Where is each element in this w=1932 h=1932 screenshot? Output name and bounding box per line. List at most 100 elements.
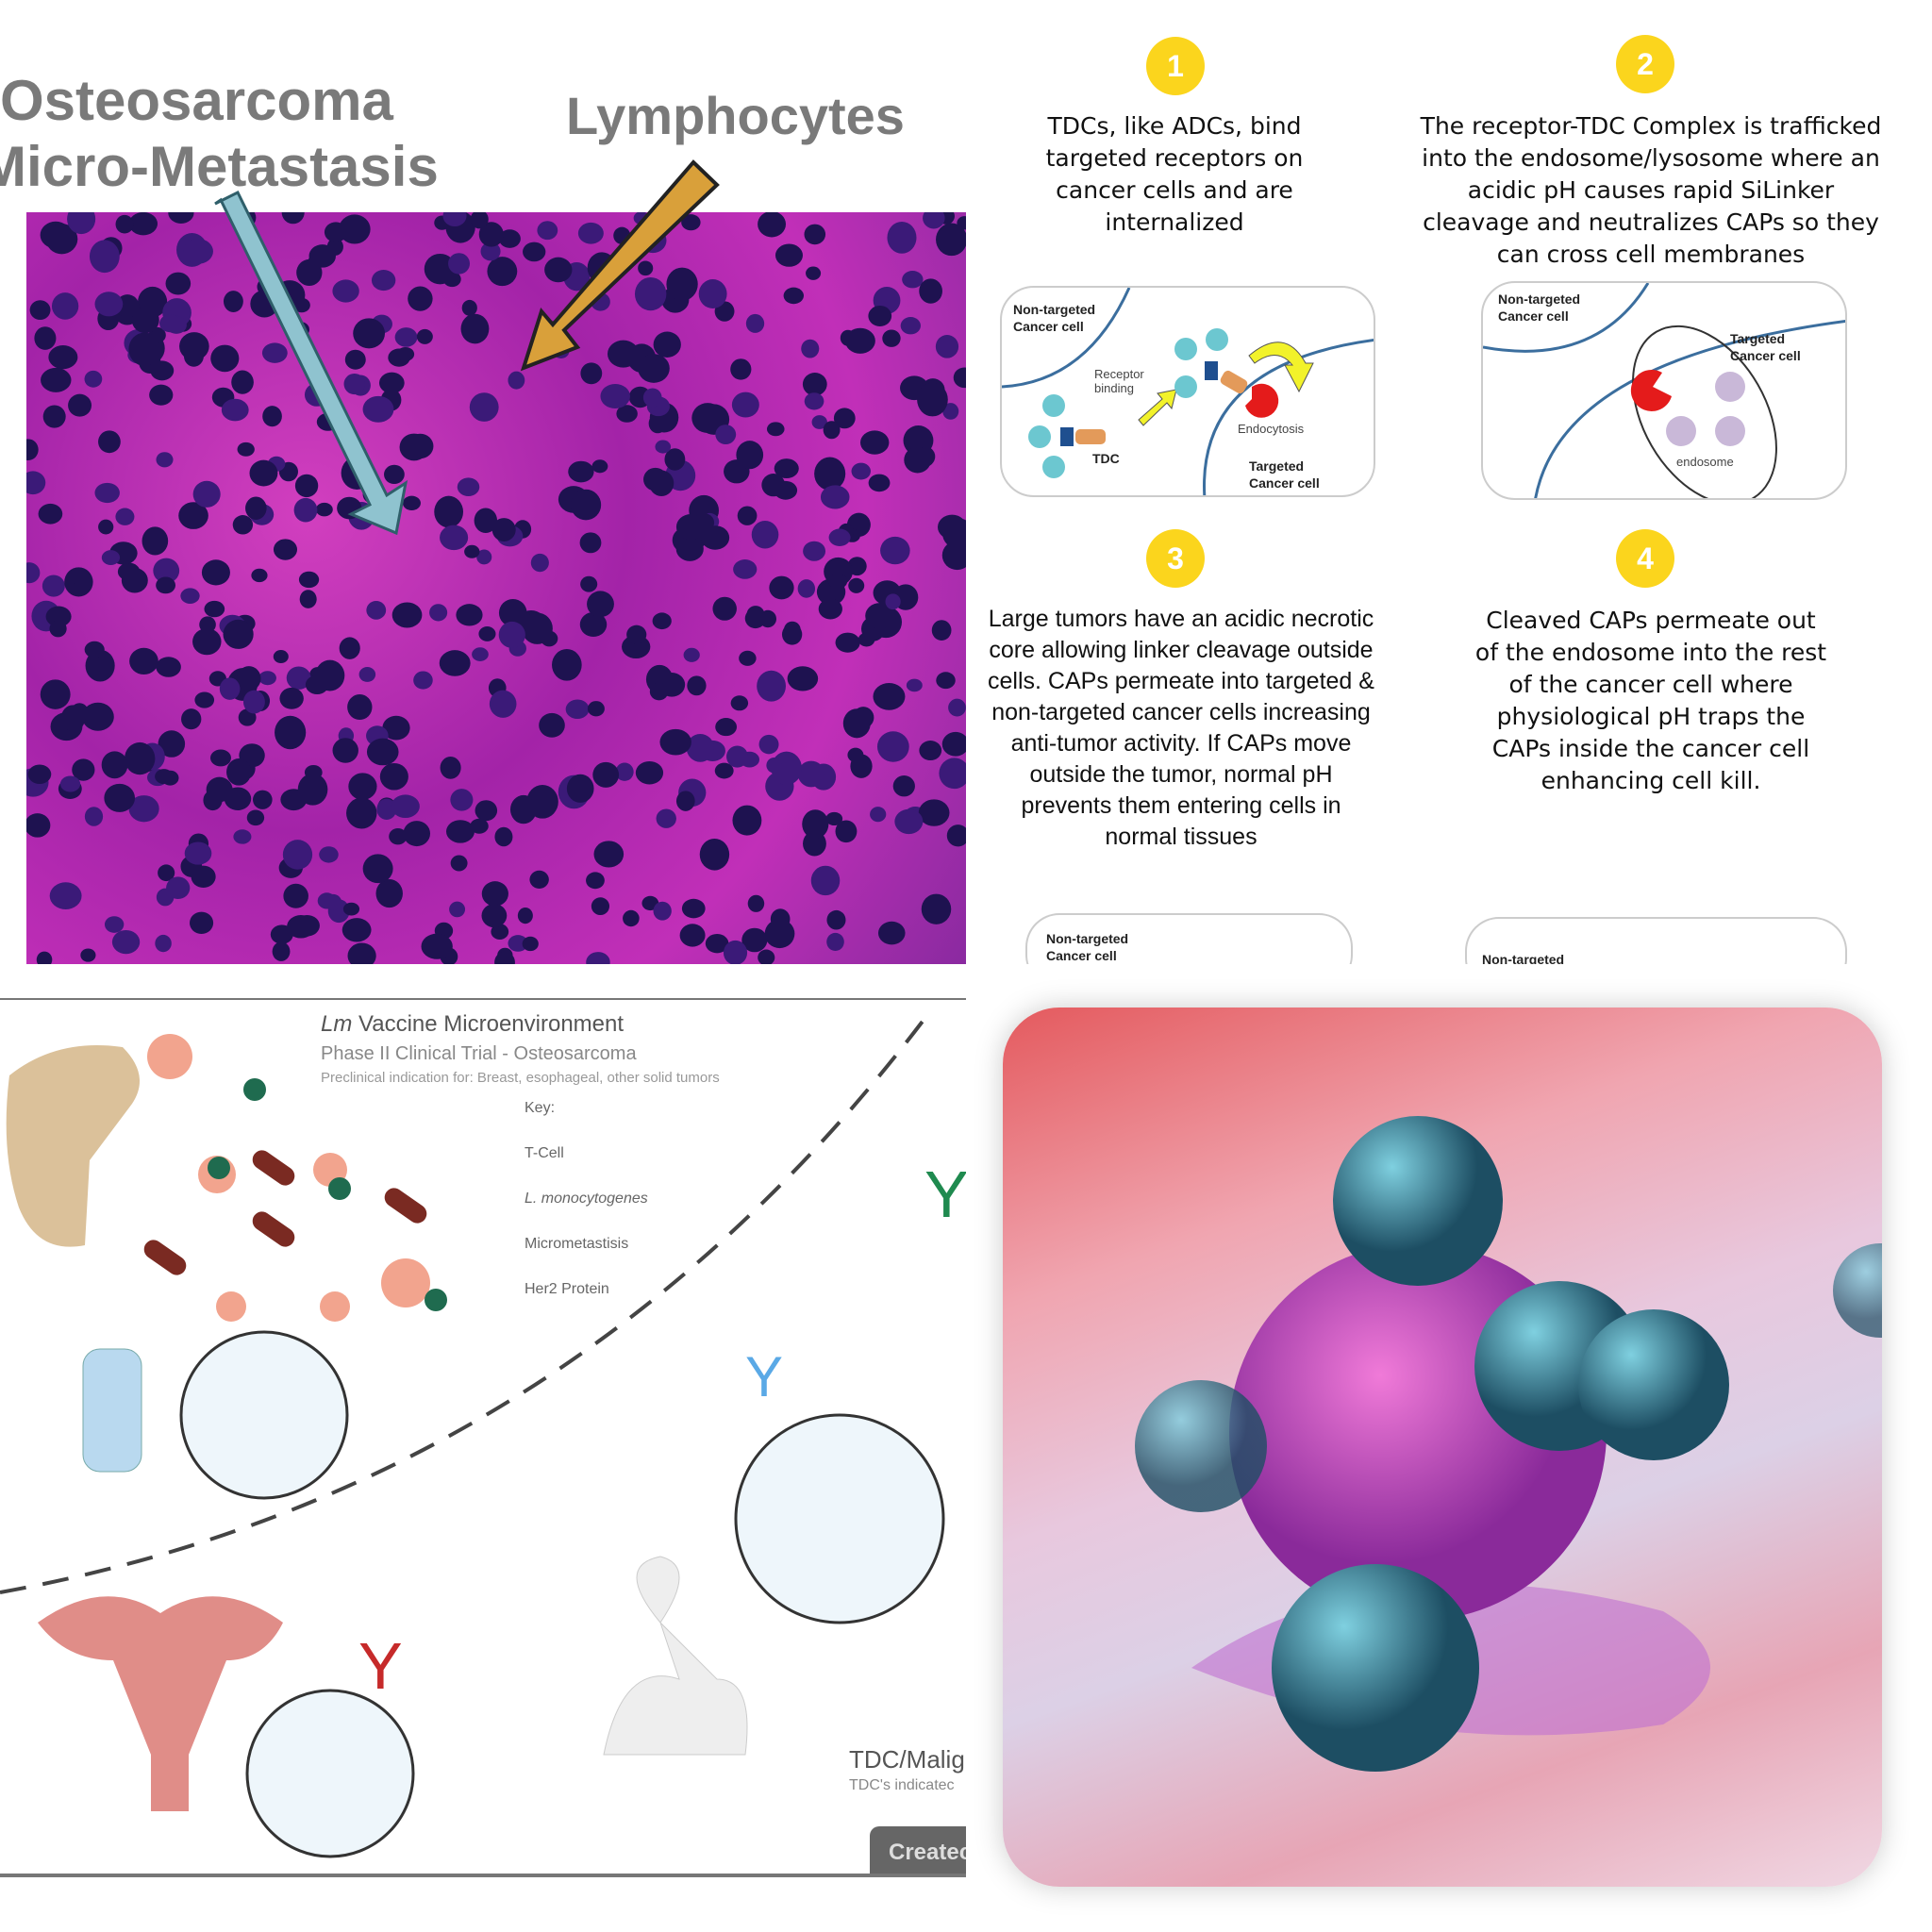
cell-nucleus: [343, 373, 365, 395]
cell-nucleus: [480, 242, 501, 261]
cell-nucleus: [261, 342, 288, 363]
step-3-text: Large tumors have an acidic necrotic cor…: [988, 606, 1374, 850]
human-silhouette-icon: [603, 1556, 748, 1756]
key-micrometastisis: Micrometastisis: [525, 1236, 629, 1252]
step-4-badge: 4: [1616, 529, 1674, 588]
cell-nucleus: [440, 525, 469, 551]
cell-nucleus: [487, 257, 518, 287]
cell-nucleus: [568, 460, 594, 483]
histology-title-line2: Micro-Metastasis: [0, 135, 439, 198]
cell-nucleus: [115, 214, 134, 234]
cell-nucleus: [537, 221, 558, 241]
cell-nucleus: [293, 497, 318, 523]
cell-nucleus: [81, 702, 114, 731]
cell-nucleus: [279, 687, 304, 709]
step-2-badge: 2: [1616, 35, 1674, 93]
cell-nucleus: [448, 253, 471, 275]
cell-nucleus: [391, 794, 420, 819]
cell-nucleus: [921, 893, 952, 924]
cell-nucleus: [902, 271, 924, 289]
cell-nucleus: [802, 373, 827, 396]
cell-nucleus: [67, 212, 96, 235]
cell-nucleus: [835, 820, 858, 843]
cell-nucleus: [577, 222, 604, 244]
key-her2-protein: Her2 Protein: [525, 1281, 609, 1297]
cell-nucleus: [324, 893, 342, 911]
cell-nucleus: [45, 224, 78, 255]
cell-nucleus: [192, 628, 222, 656]
cell-nucleus: [223, 291, 243, 312]
cell-nucleus: [394, 327, 418, 347]
created-with-button[interactable]: Createc: [870, 1826, 966, 1874]
cell-nucleus: [848, 577, 865, 593]
cell-nucleus: [149, 384, 174, 406]
cell-nucleus: [40, 679, 71, 709]
cell-nucleus: [803, 541, 826, 561]
cell-nucleus: [332, 279, 359, 303]
cell-nucleus: [877, 921, 906, 945]
cell-nucleus: [787, 666, 819, 691]
cell-nucleus: [653, 901, 672, 921]
cell-nucleus: [823, 421, 841, 440]
cell-nucleus: [766, 422, 785, 437]
cell-nucleus: [732, 805, 762, 836]
cell-nucleus: [287, 915, 315, 939]
cell-nucleus: [26, 562, 41, 584]
cell-nucleus: [498, 621, 525, 649]
cell-nucleus: [723, 940, 748, 964]
cell-nucleus: [242, 690, 265, 714]
cell-nucleus: [281, 212, 305, 225]
cell-nucleus: [442, 271, 461, 288]
cell-nucleus: [769, 575, 794, 600]
cell-nucleus: [797, 760, 825, 788]
cell-nucleus: [115, 508, 135, 525]
cell-nucleus: [49, 882, 82, 910]
cell-nucleus: [297, 773, 328, 806]
cell-nucleus: [98, 430, 121, 454]
cell-nucleus: [880, 536, 910, 565]
cell-nucleus: [508, 371, 525, 390]
cell-nucleus: [774, 458, 799, 479]
cell-nucleus: [442, 212, 467, 227]
cell-nucleus: [659, 728, 691, 756]
cell-nucleus: [642, 388, 662, 408]
cell-nucleus: [744, 608, 766, 629]
cell-nucleus: [942, 403, 959, 420]
cell-nucleus: [529, 870, 549, 889]
step-1-text: TDCs, like ADCs, bind targeted receptors…: [1045, 112, 1304, 236]
cell-nucleus: [475, 800, 498, 822]
cell-nucleus: [315, 502, 333, 517]
cell-nucleus: [539, 712, 565, 738]
lm-infusion-circle: [179, 1330, 349, 1500]
cell-nucleus: [282, 840, 313, 870]
cell-nucleus: [850, 754, 873, 778]
cell-nucleus: [552, 649, 582, 681]
cell-nucleus: [389, 828, 408, 845]
cell-nucleus: [450, 855, 468, 872]
vaccine-title-italic: Lm: [321, 1011, 353, 1037]
cell-nucleus: [470, 818, 489, 834]
cell-nucleus: [375, 878, 403, 908]
cell-nucleus: [156, 576, 176, 594]
non-targeted-label: Non-targeted: [1482, 952, 1565, 967]
cell-nucleus: [593, 841, 625, 868]
cell-nucleus: [51, 292, 79, 320]
cell-nucleus: [29, 300, 51, 321]
cell-nucleus: [223, 619, 254, 649]
cell-nucleus: [221, 398, 249, 422]
cell-nucleus: [402, 495, 421, 511]
cell-nucleus: [275, 715, 307, 750]
cell-nucleus: [522, 936, 539, 952]
cell-nucleus: [935, 335, 959, 358]
cell-nucleus: [101, 550, 121, 566]
cell-nucleus: [94, 482, 120, 504]
cell-nucleus: [210, 344, 240, 373]
cell-nucleus: [745, 313, 765, 333]
cell-nucleus: [698, 279, 727, 308]
cell-nucleus: [634, 276, 667, 311]
orange-arrow-icon: [520, 159, 720, 372]
cell-nucleus: [416, 328, 433, 344]
cell-nucleus: [249, 459, 278, 487]
cell-nucleus: [623, 909, 640, 927]
cell-nucleus: [701, 525, 730, 550]
